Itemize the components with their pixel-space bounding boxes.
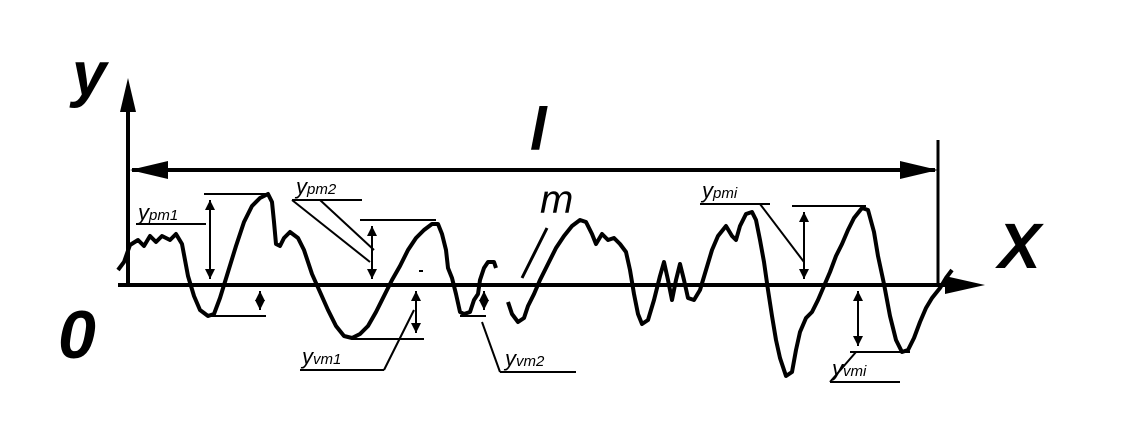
peak2-leader-b xyxy=(319,199,375,251)
mean-line-pointer xyxy=(520,227,549,279)
profile-curve-right xyxy=(506,206,954,378)
valley2-leader xyxy=(481,321,501,373)
peaki-leader xyxy=(759,203,805,263)
valley2-label: yvm2 xyxy=(503,346,545,371)
length-label: l xyxy=(530,96,548,163)
valley1-leader xyxy=(383,309,415,371)
length-right-arrow xyxy=(900,161,938,179)
peak1-label: ypm1 xyxy=(136,200,178,225)
length-left-arrow xyxy=(130,161,168,179)
y-axis-arrowhead xyxy=(120,78,136,112)
peak2-leader-a xyxy=(291,199,371,263)
peak2-label: ypm2 xyxy=(294,174,337,199)
y-axis-label: y xyxy=(69,40,110,109)
valley1-label: yvm1 xyxy=(300,344,341,369)
mean-line-label: m xyxy=(540,178,573,222)
peaki-label: ypmi xyxy=(700,178,738,203)
x-axis-arrowhead xyxy=(945,276,985,294)
valleyi-label: yvmi xyxy=(830,356,867,381)
profile-curve-left xyxy=(116,192,498,340)
valleyi-leader xyxy=(829,351,857,383)
x-axis-label: X xyxy=(995,210,1044,282)
origin-label: 0 xyxy=(58,297,96,373)
